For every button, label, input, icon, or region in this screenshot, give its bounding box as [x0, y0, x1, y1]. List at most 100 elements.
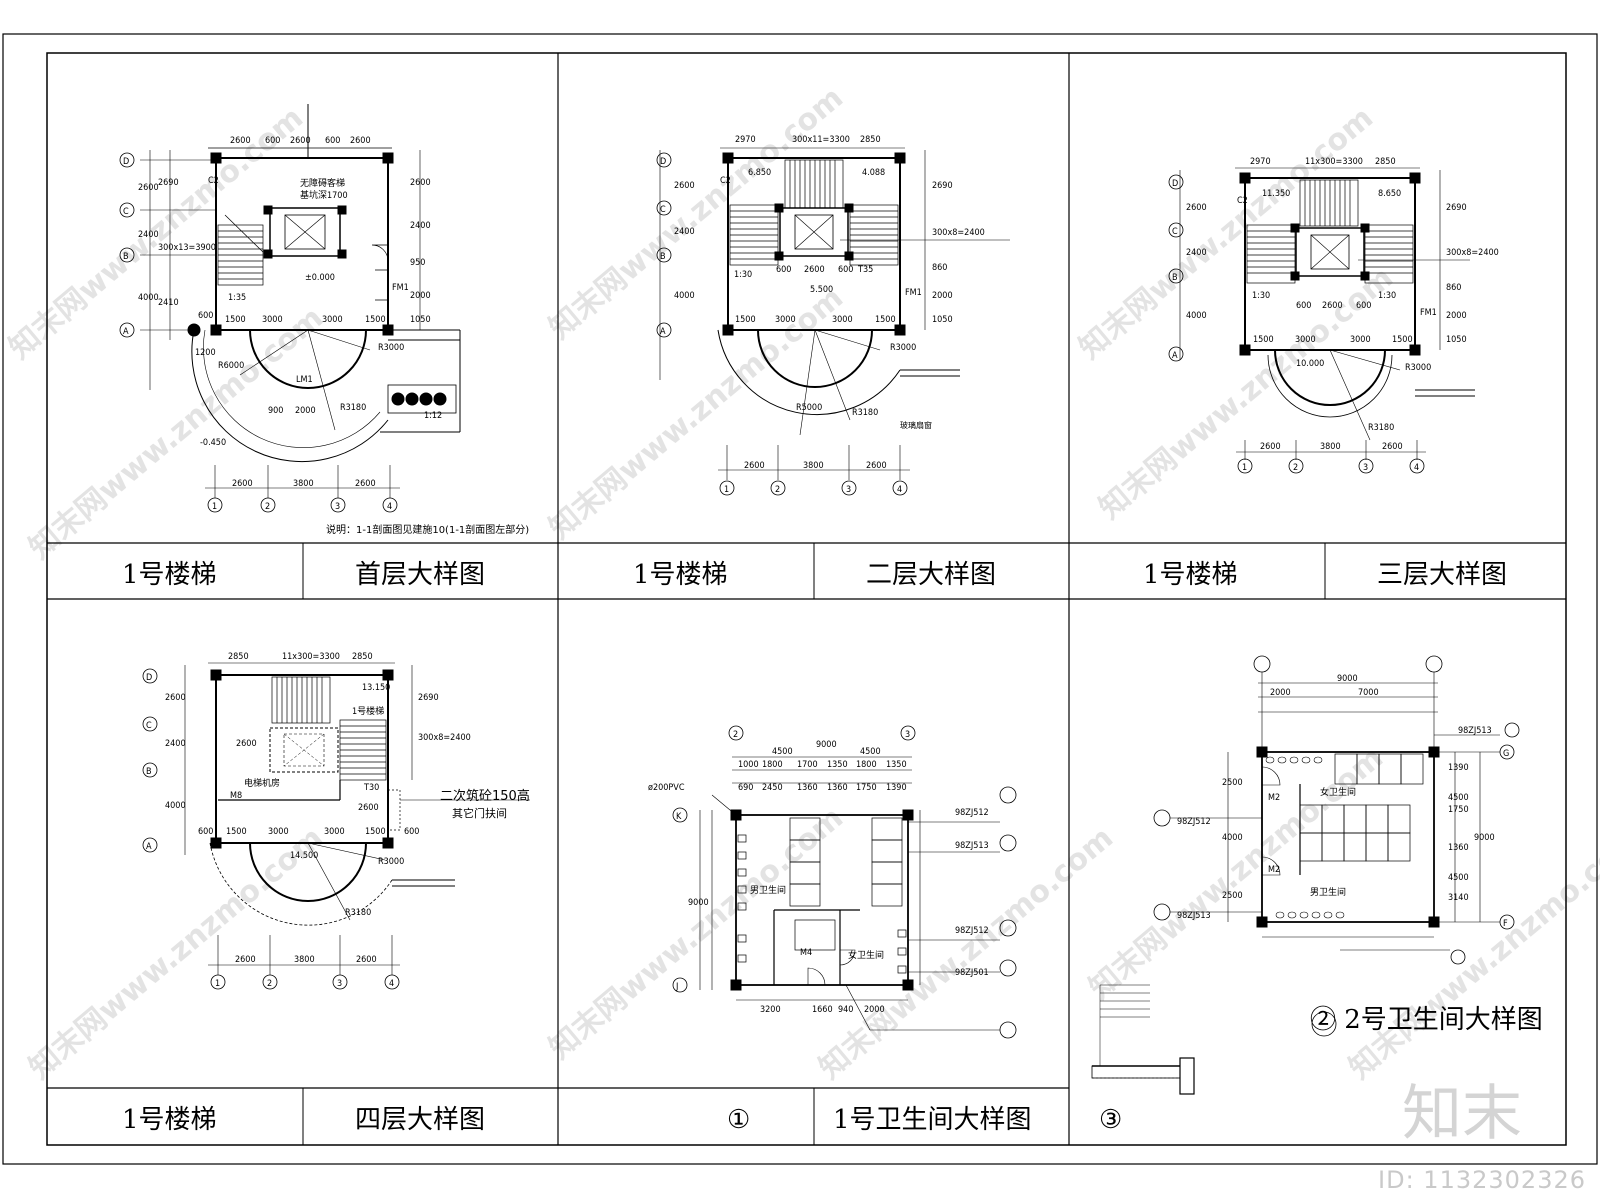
dim-2450: 2450 [762, 783, 783, 793]
plan-second-floor [659, 147, 1010, 480]
p5-labels: 2 3 K J 4500 4500 9000 1000 1800 1700 13… [648, 730, 989, 1015]
watermark-text: 知末网www.znzmo.com [23, 300, 330, 566]
dim-3000: 3000 [268, 827, 289, 837]
dim-2600: 2600 [1260, 442, 1281, 452]
dim-600: 600 [325, 136, 340, 146]
dim-3140: 3140 [1448, 893, 1469, 903]
bollards [391, 392, 447, 406]
toilet2-title: ② 2号卫生间大样图 [1310, 1005, 1543, 1035]
r3000: R3000 [378, 343, 404, 353]
dim-900: 900 [268, 406, 283, 416]
panel5-title-right: 1号卫生间大样图 [833, 1105, 1032, 1135]
grid-3: 3 [905, 730, 910, 740]
dim-2600: 2600 [1382, 442, 1403, 452]
ref-98zj513: 98ZJ513 [955, 841, 989, 851]
dim-3000: 3000 [775, 315, 796, 325]
grid-2: 2 [265, 502, 270, 512]
grid-3: 3 [337, 979, 342, 989]
toilet2-enclosure [1261, 751, 1435, 923]
curved-wall-outer2 [203, 329, 381, 448]
toilet1-enclosure [735, 814, 909, 986]
dim-2600: 2600 [804, 265, 825, 275]
grid-b: B [146, 767, 152, 777]
elev-8650: 8.650 [1378, 189, 1401, 199]
male-wc-label: 男卫生间 [750, 884, 786, 896]
ref-98zj513: 98ZJ513 [1177, 911, 1211, 921]
brand-logo: 知末 [1402, 1079, 1522, 1149]
p4-labels: D C B A 1 2 3 4 2850 11x300=3300 2850 13… [146, 652, 471, 989]
dim-4000: 4000 [1222, 833, 1243, 843]
c2-label: C2 [720, 176, 731, 186]
dim-9000: 9000 [1474, 833, 1495, 843]
leader [845, 984, 871, 1031]
column [1239, 344, 1251, 356]
door-swing [1261, 856, 1281, 876]
glass-label: 玻璃扇窗 [900, 420, 932, 430]
washroom-box [794, 919, 836, 951]
stalls-middle [1299, 804, 1411, 862]
dim-1500: 1500 [735, 315, 756, 325]
ref-98zj512: 98ZJ512 [955, 808, 989, 818]
column [894, 324, 906, 336]
dim-2000: 2000 [1446, 311, 1467, 321]
dim-2600: 2600 [866, 461, 887, 471]
elevator-shaft [263, 205, 347, 259]
stair-flight-top [1299, 179, 1359, 227]
grid-2: 2 [1293, 463, 1298, 473]
cast-curb [387, 789, 401, 831]
grid-d: D [1172, 179, 1178, 189]
door-swing [839, 949, 856, 966]
elev-5500: 5.500 [810, 285, 833, 295]
dim-950: 950 [410, 258, 425, 268]
grid-b: B [1172, 273, 1178, 283]
dim-2600: 2600 [674, 181, 695, 191]
stair-enclosure [215, 674, 389, 844]
column [382, 152, 394, 164]
p3-labels: D C B A 1 2 3 4 2970 11x300=3300 2850 11… [1172, 157, 1499, 473]
elev-room-label: 电梯机房 [244, 777, 280, 789]
m2-label: M2 [1268, 793, 1280, 803]
dim-600: 600 [198, 311, 213, 321]
dim-300x8: 300x8=2400 [932, 228, 985, 238]
dim-1800: 1800 [856, 760, 877, 770]
axis-bubbles-p2 [656, 152, 908, 496]
r3180: R3180 [1368, 423, 1394, 433]
column [210, 669, 222, 681]
dim-690: 690 [738, 783, 753, 793]
axis-bubbles-p3 [1168, 174, 1425, 474]
dim-3000: 3000 [832, 315, 853, 325]
stalls-top [1334, 753, 1424, 785]
dim-2850: 2850 [860, 135, 881, 145]
dim-9000: 9000 [816, 740, 837, 750]
stair-flight-top [784, 159, 844, 209]
detail-section [1091, 984, 1195, 1095]
column [1409, 344, 1421, 356]
panel4-title-right: 四层大样图 [355, 1105, 485, 1135]
cast-note-2: 其它门扶间 [452, 806, 507, 820]
dim-3900: 300x13=3900 [158, 243, 216, 253]
grid-d: D [123, 157, 129, 167]
dim-2970: 2970 [735, 135, 756, 145]
dim-2600: 2600 [235, 955, 256, 965]
grid-1: 1 [724, 485, 729, 495]
dim-600: 600 [198, 827, 213, 837]
dim-1050: 1050 [932, 315, 953, 325]
dim-2600: 2600 [236, 739, 257, 749]
dim-2600: 2600 [1322, 301, 1343, 311]
column [210, 152, 222, 164]
dim-3000: 3000 [262, 315, 283, 325]
radius-line [239, 329, 309, 376]
grid-1: 1 [215, 979, 220, 989]
dim-2400: 2400 [674, 227, 695, 237]
dim-2400: 2400 [165, 739, 186, 749]
dim-3800: 3800 [293, 479, 314, 489]
grid-c: C [146, 721, 152, 731]
radius-line [799, 329, 816, 436]
dim-4000: 4000 [1186, 311, 1207, 321]
outer-border [2, 33, 1598, 1165]
dim-1050: 1050 [1446, 335, 1467, 345]
r3000: R3000 [378, 857, 404, 867]
dim-2600: 2600 [410, 178, 431, 188]
dim-2600: 2600 [744, 461, 765, 471]
dim-4500: 4500 [1448, 793, 1469, 803]
